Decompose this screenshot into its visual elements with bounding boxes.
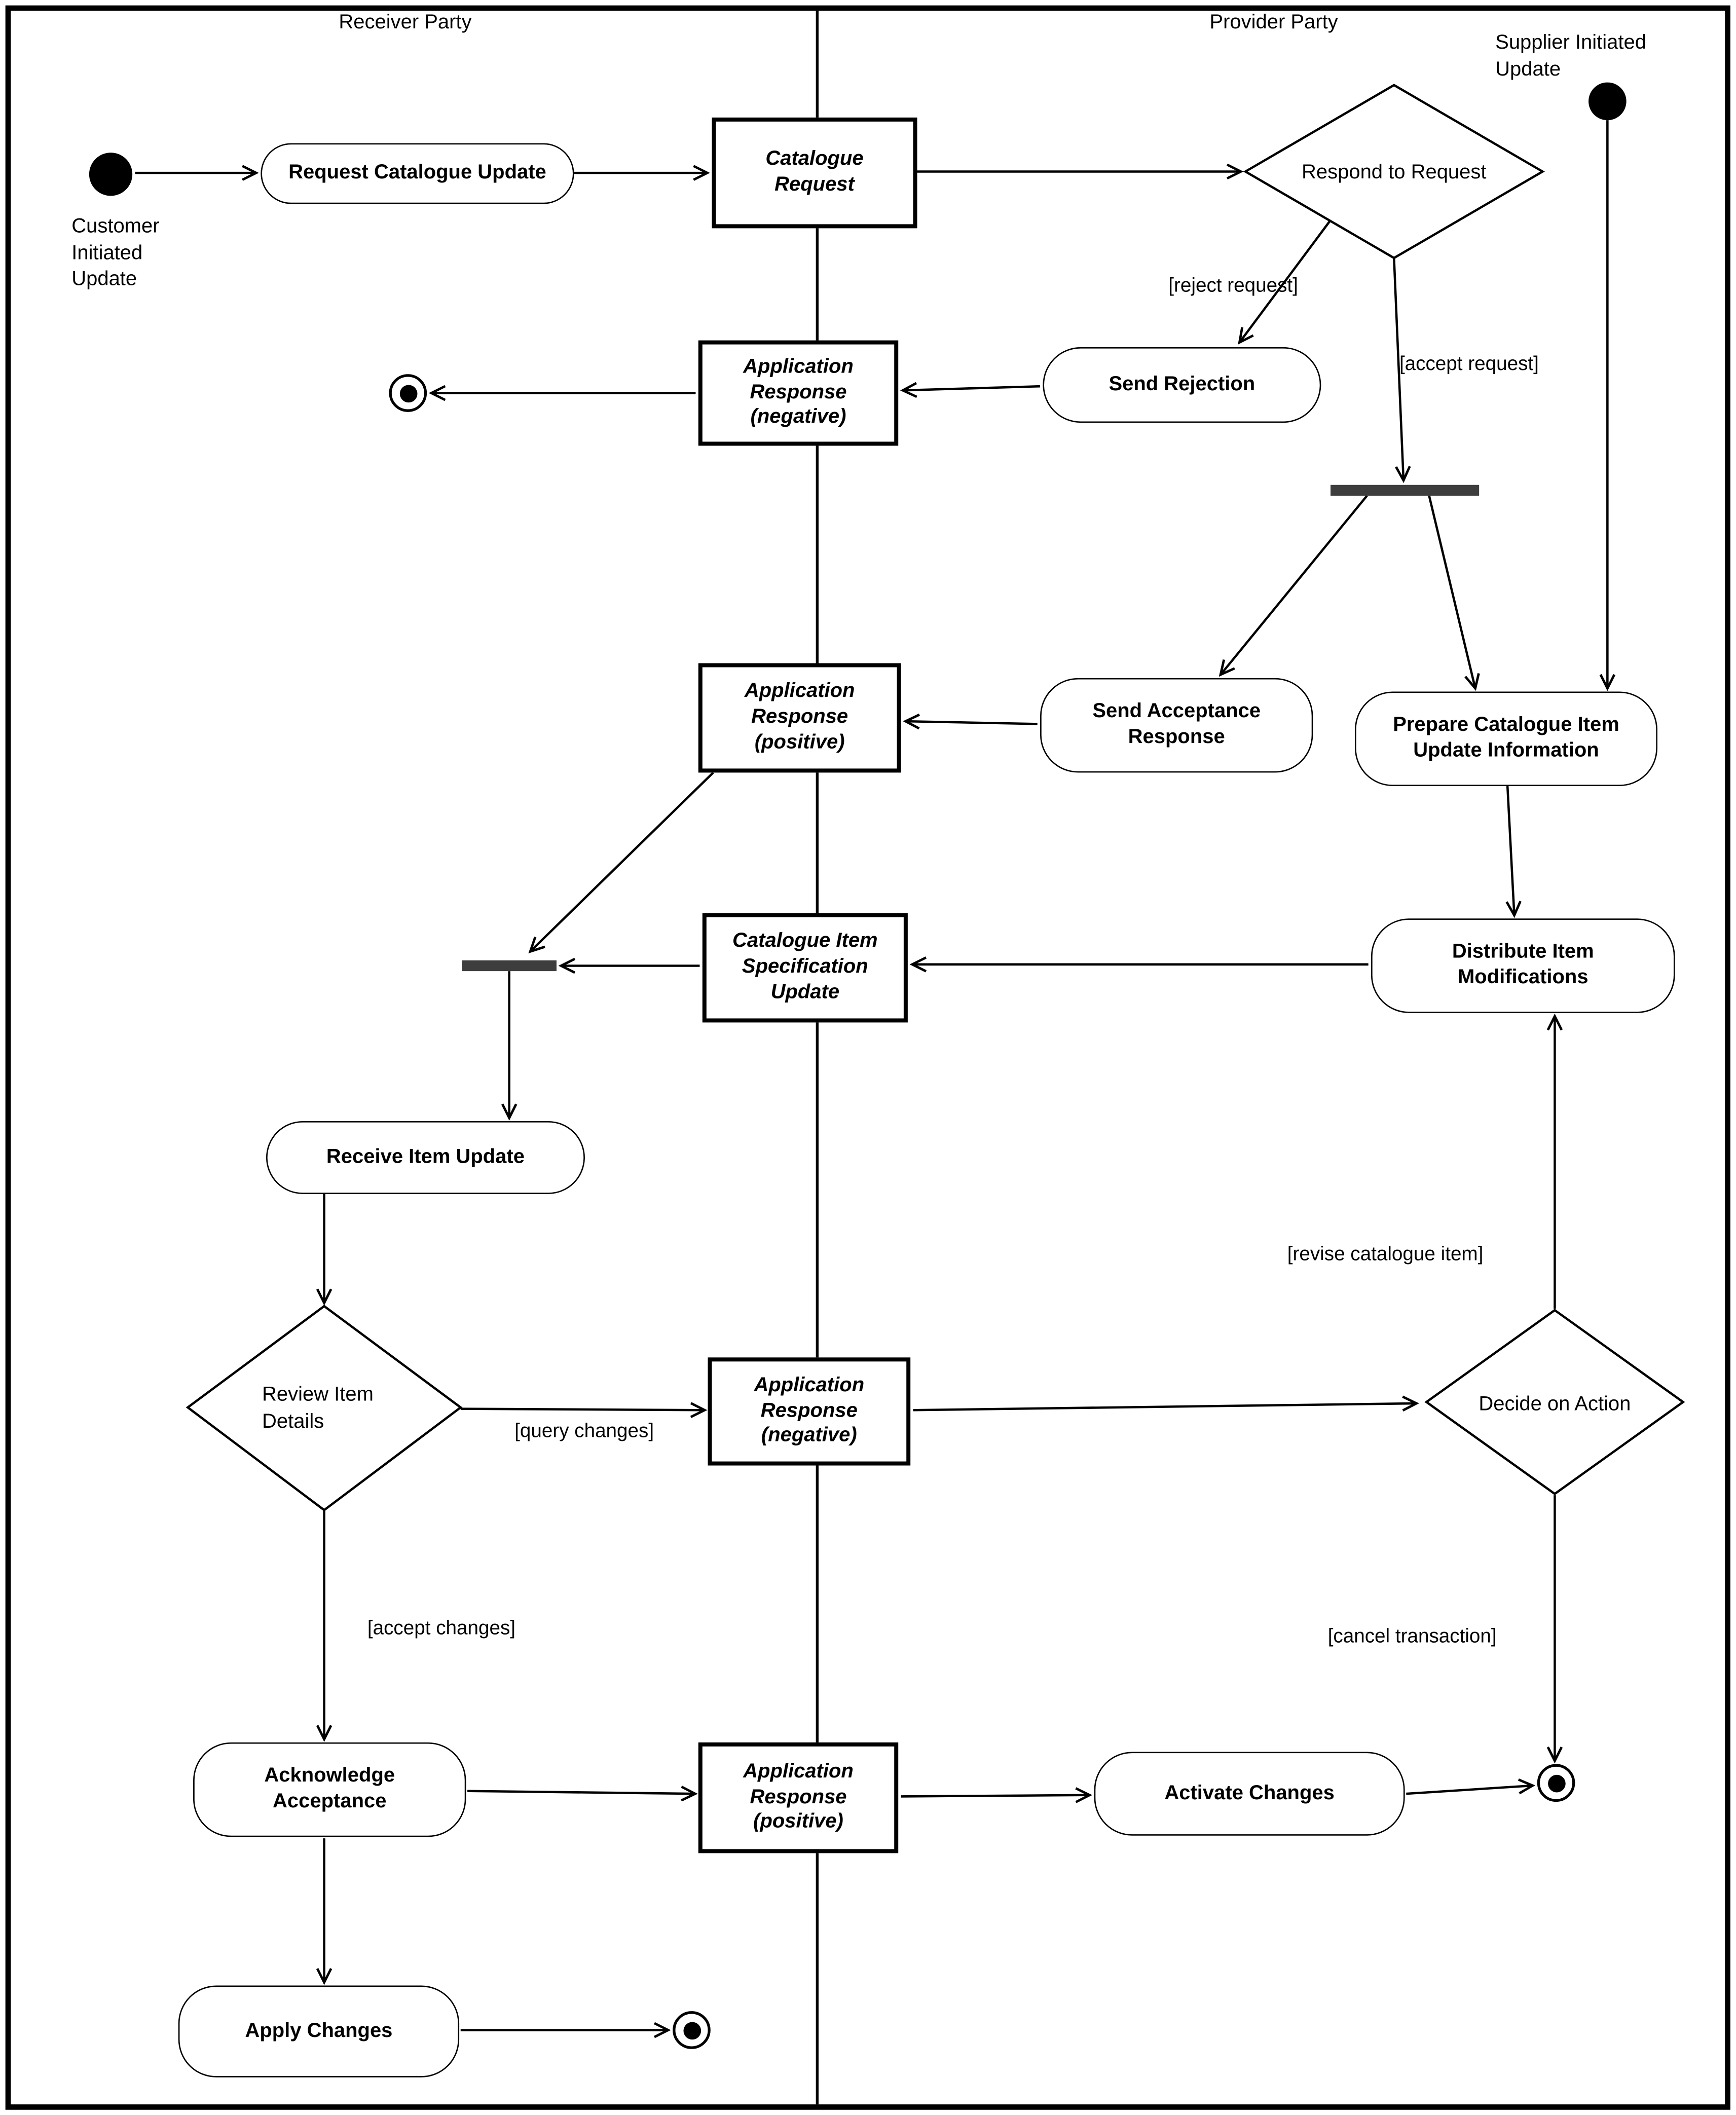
signal-application-response-negative-mid-label: Application Response (negative) — [754, 1373, 865, 1448]
final-node-rejection — [389, 374, 427, 412]
activity-prepare-catalogue-item-label: Prepare Catalogue Item Update Informatio… — [1393, 713, 1619, 762]
guard-revise-catalogue-item: [revise catalogue item] — [1287, 1244, 1484, 1266]
signal-catalogue-request-label: Catalogue Request — [765, 147, 864, 196]
signal-application-response-negative-mid: Application Response (negative) — [708, 1357, 911, 1466]
label-customer-initiated-update: Customer Initiated Update — [71, 214, 160, 290]
edge-respond-to-send-rejection — [1238, 219, 1332, 345]
lane-title-provider-party: Provider Party — [1209, 11, 1338, 34]
edge-app-response-positive-to-activate — [901, 1787, 1093, 1803]
edge-fork-to-prepare-item — [1428, 495, 1480, 691]
edge-prepare-item-to-distribute — [1505, 786, 1522, 918]
activity-acknowledge-acceptance: Acknowledge Acceptance — [193, 1742, 466, 1837]
signal-application-response-negative-top: Application Response (negative) — [698, 340, 899, 446]
signal-catalogue-item-specification-update-label: Catalogue Item Specification Update — [732, 930, 878, 1004]
diagram-frame — [5, 5, 1730, 2110]
activity-apply-changes: Apply Changes — [178, 1985, 460, 2077]
guard-accept-changes: [accept changes] — [367, 1618, 516, 1640]
decision-decide-on-action-shape — [1424, 1309, 1685, 1496]
initial-node-supplier — [1589, 82, 1627, 121]
activity-distribute-item-modifications: Distribute Item Modifications — [1371, 918, 1675, 1013]
final-node-provider — [1537, 1764, 1575, 1802]
activity-receive-item-update: Receive Item Update — [266, 1121, 585, 1194]
fork-bar — [1331, 485, 1480, 496]
decision-respond-to-request-label: Respond to Request — [1302, 161, 1487, 184]
edge-send-rejection-to-app-response-negative — [900, 382, 1041, 398]
activity-activate-changes: Activate Changes — [1094, 1752, 1405, 1836]
edge-acknowledge-to-app-response-positive-bottom — [467, 1786, 698, 1802]
activity-acknowledge-acceptance-label: Acknowledge Acceptance — [264, 1764, 395, 1813]
activity-send-rejection-label: Send Rejection — [1109, 372, 1255, 395]
guard-accept-request: [accept request] — [1399, 354, 1539, 376]
edge-activate-to-final — [1406, 1778, 1536, 1795]
guard-cancel-transaction: [cancel transaction] — [1327, 1626, 1497, 1648]
edge-send-acceptance-to-app-response-positive — [903, 713, 1038, 730]
activity-activate-changes-label: Activate Changes — [1164, 1781, 1335, 1804]
signal-application-response-positive-top: Application Response (positive) — [698, 663, 901, 773]
guard-query-changes: [query changes] — [514, 1421, 654, 1443]
decision-review-item-details-label: Review Item Details — [262, 1383, 374, 1433]
join-bar — [462, 960, 557, 972]
activity-send-acceptance-response-label: Send Acceptance Response — [1092, 700, 1261, 749]
activity-send-rejection: Send Rejection — [1043, 347, 1321, 423]
signal-catalogue-item-specification-update: Catalogue Item Specification Update — [702, 913, 908, 1023]
activity-prepare-catalogue-item-update-information: Prepare Catalogue Item Update Informatio… — [1354, 691, 1657, 787]
signal-application-response-positive-bottom-label: Application Response (positive) — [743, 1760, 854, 1834]
initial-node-customer — [89, 153, 133, 196]
edge-fork-to-send-acceptance — [1218, 495, 1368, 677]
signal-application-response-positive-bottom: Application Response (positive) — [698, 1742, 899, 1853]
activity-receive-item-update-label: Receive Item Update — [326, 1144, 525, 1168]
decision-respond-to-request-shape — [1243, 84, 1545, 259]
edge-review-to-app-response-negative-mid — [460, 1402, 708, 1418]
activity-apply-changes-label: Apply Changes — [245, 2019, 393, 2042]
edge-app-response-positive-to-join — [528, 771, 714, 954]
lane-title-receiver-party: Receiver Party — [339, 11, 472, 34]
edge-app-response-negative-mid-to-decide — [913, 1395, 1419, 1412]
final-node-receiver — [673, 2011, 711, 2049]
label-supplier-initiated-update: Supplier Initiated Update — [1495, 31, 1646, 81]
activity-send-acceptance-response: Send Acceptance Response — [1040, 678, 1313, 773]
signal-catalogue-request: Catalogue Request — [712, 117, 917, 229]
activity-request-catalogue-update-label: Request Catalogue Update — [288, 161, 546, 184]
activity-request-catalogue-update: Request Catalogue Update — [261, 143, 574, 204]
edge-respond-to-fork — [1393, 257, 1411, 484]
decision-decide-on-action-label: Decide on Action — [1479, 1392, 1631, 1416]
activity-distribute-item-modifications-label: Distribute Item Modifications — [1452, 940, 1594, 989]
guard-reject-request: [reject request] — [1168, 275, 1298, 298]
signal-application-response-negative-top-label: Application Response (negative) — [743, 355, 854, 429]
signal-application-response-positive-top-label: Application Response (positive) — [744, 680, 855, 754]
